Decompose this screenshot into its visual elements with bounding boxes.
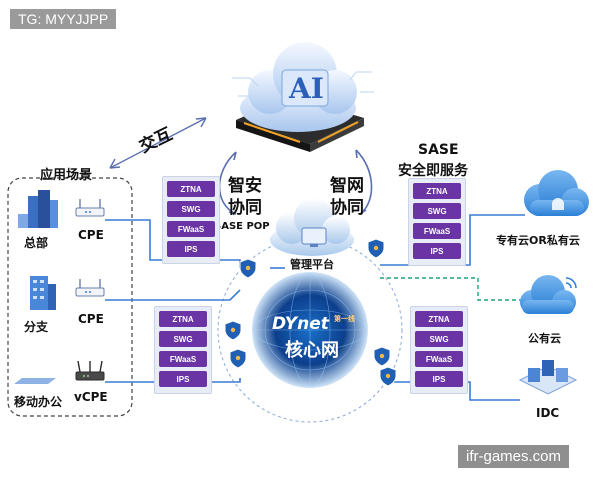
interaction-arrow — [109, 117, 207, 169]
smart-security-line2: 协同 — [228, 198, 262, 218]
chip-ips: IPS — [167, 241, 215, 257]
hq-label: 总部 — [24, 236, 49, 250]
sase-pop-label: SASE POP — [214, 221, 270, 232]
public-cloud-icon — [520, 275, 577, 314]
cpe-icon-hq — [75, 199, 105, 217]
cpe-icon-branch — [75, 279, 105, 297]
smart-security-line1: 智安 — [228, 176, 262, 196]
chip-fwaas: FWaaS — [413, 223, 461, 239]
public-cloud-label: 公有云 — [528, 332, 561, 345]
line-public-cloud — [380, 277, 522, 301]
line-branch — [105, 289, 241, 301]
laptop-icon — [14, 378, 56, 384]
private-cloud-label: 专有云OR私有云 — [496, 234, 580, 247]
arrow-right — [355, 149, 373, 215]
chip-ztna: ZTNA — [415, 311, 463, 327]
branch-building-icon — [30, 276, 56, 310]
chip-ips: IPS — [413, 243, 461, 259]
private-cloud-icon — [524, 170, 589, 216]
mobile-label: 移动办公 — [14, 395, 63, 409]
security-panel-bottom-right: ZTNA SWG FWaaS IPS — [410, 306, 468, 394]
chip-fwaas: FWaaS — [415, 351, 463, 367]
hq-device-label: CPE — [78, 228, 104, 242]
watermark-bottom: ifr-games.com — [458, 445, 570, 468]
core-title: 核心网 — [285, 340, 339, 361]
branch-label: 分支 — [24, 320, 49, 334]
chip-ztna: ZTNA — [159, 311, 207, 327]
vcpe-icon — [75, 360, 105, 381]
core-brand-small: 第一线 — [334, 315, 355, 323]
mobile-device-label: vCPE — [74, 390, 108, 404]
idc-label: IDC — [536, 406, 560, 420]
sase-subtitle: 安全即服务 — [398, 163, 468, 179]
chip-swg: SWG — [415, 331, 463, 347]
smart-network-line1: 智网 — [330, 176, 364, 196]
chip-fwaas: FWaaS — [167, 221, 215, 237]
platform-label: 管理平台 — [290, 258, 334, 271]
line-mobile — [105, 378, 241, 383]
hq-building-icon — [18, 190, 58, 228]
idc-server-icon — [518, 360, 578, 395]
chip-ztna: ZTNA — [413, 183, 461, 199]
ai-cloud — [240, 42, 357, 132]
scenes-title: 应用场景 — [40, 168, 93, 183]
smart-network-line2: 协同 — [330, 198, 364, 218]
branch-device-label: CPE — [78, 312, 104, 326]
security-panel-bottom-left: ZTNA SWG FWaaS IPS — [154, 306, 212, 394]
chip-ips: IPS — [159, 371, 207, 387]
chip-swg: SWG — [413, 203, 461, 219]
security-panel-top-left: ZTNA SWG FWaaS IPS — [162, 176, 220, 264]
ai-label: AI — [289, 72, 324, 105]
core-brand: DYnet — [272, 314, 329, 334]
sase-title: SASE — [418, 142, 459, 158]
security-panel-top-right: ZTNA SWG FWaaS IPS — [408, 178, 466, 266]
chip-ips: IPS — [415, 371, 463, 387]
platform-cloud — [270, 198, 354, 256]
watermark-top: TG: MYYJJPP — [10, 9, 117, 29]
chip-ztna: ZTNA — [167, 181, 215, 197]
chip-fwaas: FWaaS — [159, 351, 207, 367]
chip-swg: SWG — [167, 201, 215, 217]
chip-swg: SWG — [159, 331, 207, 347]
